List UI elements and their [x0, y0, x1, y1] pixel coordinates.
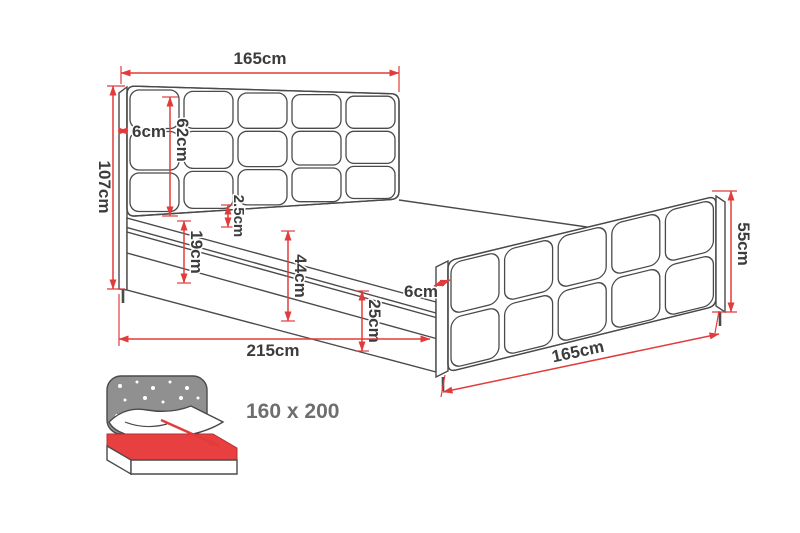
- side-piping-top: [126, 226, 437, 314]
- mattress-size-badge: [106, 375, 238, 476]
- dim-lower-side-height-label: 25cm: [365, 299, 384, 342]
- bed-drawing: [118, 85, 726, 391]
- dim-headboard-thickness: 6cm: [117, 121, 168, 143]
- mattress-icon: [106, 433, 238, 461]
- dim-headboard-height: 62cm: [162, 96, 194, 217]
- dim-total-height-label: 107cm: [95, 161, 114, 214]
- duvet-fold-line: [124, 421, 168, 428]
- dim-footboard-height-label: 55cm: [734, 222, 753, 265]
- side-piping-bottom: [126, 231, 437, 319]
- dim-headboard-thickness-label: 6cm: [132, 122, 166, 141]
- footboard-edge-strip: [435, 259, 449, 379]
- headboard-side-strip: [118, 85, 128, 291]
- dim-top-width-label: 165cm: [234, 49, 287, 68]
- headboard-outline: [126, 85, 400, 217]
- dim-lower-side-height: 25cm: [355, 290, 386, 352]
- dim-side-height: 44cm: [281, 230, 312, 322]
- dim-base-height: 19cm: [177, 220, 208, 284]
- dim-topper-height: 2.5cm: [221, 193, 249, 239]
- dim-footboard-thickness-label: 6cm: [404, 282, 438, 301]
- dim-footboard-height: 55cm: [712, 190, 755, 313]
- footboard-outer-strip: [715, 194, 726, 314]
- mattress-size-label: 160 x 200: [246, 400, 339, 423]
- dim-base-height-label: 19cm: [187, 230, 206, 273]
- side-box-seam: [126, 252, 437, 340]
- base-front-face: [130, 459, 238, 475]
- size-arrow-icon: [160, 418, 220, 448]
- dim-total-height: 107cm: [94, 85, 125, 290]
- dim-side-height-label: 44cm: [291, 254, 310, 297]
- dim-topper-height-label: 2.5cm: [230, 195, 247, 238]
- dim-footboard-thickness: 6cm: [402, 279, 451, 303]
- dim-headboard-height-label: 62cm: [173, 118, 192, 161]
- mattress-far-edge: [398, 199, 588, 228]
- dim-length-label: 215cm: [247, 341, 300, 360]
- footboard-outline: [447, 196, 717, 372]
- dim-length: 215cm: [118, 294, 431, 362]
- dim-top-width: 165cm: [120, 48, 400, 92]
